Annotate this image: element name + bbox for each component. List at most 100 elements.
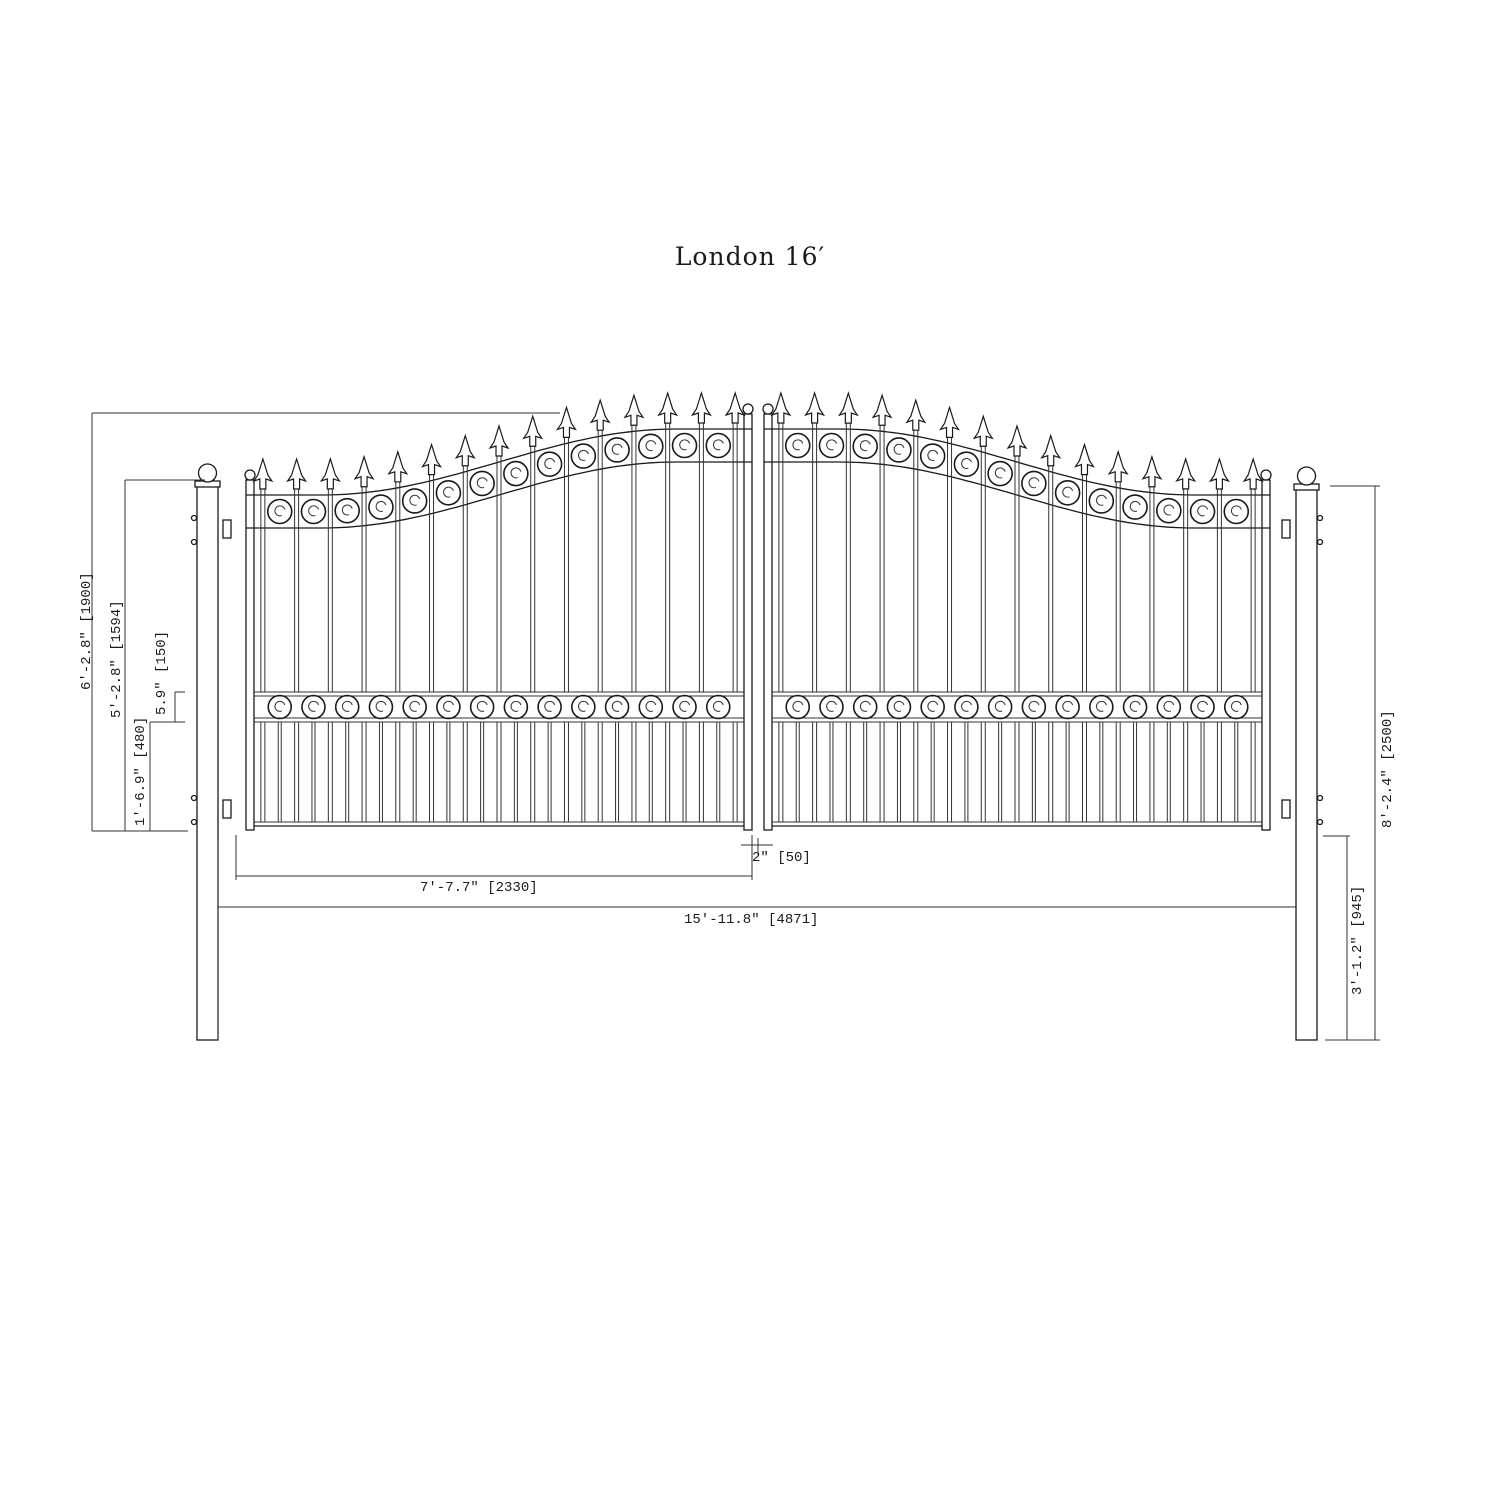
scroll-curl [409,494,421,506]
middle-scroll [672,694,697,720]
bolt [190,514,198,522]
spear-finial [905,398,927,431]
top-scroll [1156,497,1182,524]
overall-width-label: 15′-11.8" [4871] [684,912,819,928]
scroll-curl [1163,504,1175,516]
middle-scroll [705,694,731,720]
scroll-curl [443,486,454,498]
bolt [1316,514,1324,522]
bolt [1316,538,1324,546]
spear-finial [353,454,375,488]
scroll-curl [544,700,556,712]
gate-post [1295,487,1318,1041]
spear-finial [555,405,577,439]
middle-scroll [301,694,326,720]
bolt [190,794,198,802]
middle-scroll [503,694,529,720]
top-scroll [401,488,428,514]
top-scroll [536,451,563,477]
spear-finial [421,442,443,476]
middle-scroll [1190,694,1215,720]
scroll-curl [274,700,286,712]
scroll-curl [274,505,286,517]
spear-finial [589,398,611,431]
scroll-curl [1129,700,1141,712]
spear-finial [1175,456,1197,490]
scroll-curl [611,700,623,712]
scroll-curl [375,501,387,512]
lower-section-height-label: 1′-6.9" [480] [133,716,149,826]
spear-finial [319,456,341,490]
center-stile [743,413,753,831]
scroll-curl [1163,700,1175,712]
spear-finial [690,390,712,424]
scroll-curl [927,449,939,461]
middle-scroll [267,694,293,720]
stile-ball-cap [1260,469,1272,481]
top-scroll [818,432,845,459]
spear-finial [454,433,476,467]
spear-finial [804,390,826,424]
scroll-curl [826,439,837,451]
hinge [1281,519,1291,539]
middle-scroll [402,694,427,720]
drawing-title: London 16′ [674,242,826,271]
middle-scroll [987,694,1013,720]
scroll-curl [859,700,871,712]
gate-post [196,484,219,1041]
spear-finial [1006,423,1028,457]
scroll-curl [341,504,353,516]
scroll-curl [927,700,939,712]
scroll-curl [712,439,724,451]
scroll-curl [994,467,1006,479]
top-scroll [953,451,980,477]
spear-finial [252,456,274,490]
spear-finial [286,456,308,490]
top-inner-rail [764,461,1270,529]
post-height-label: 8′-2.4" [2500] [1380,710,1396,828]
scroll-curl [510,700,522,712]
top-scroll [1189,498,1216,525]
middle-scroll [571,694,596,720]
top-scroll [784,432,811,459]
middle-scroll [604,694,630,720]
top-scroll [300,498,327,525]
middle-scroll [469,694,495,720]
hinge [1281,799,1291,819]
center-gap-label: 2" [50] [752,850,811,866]
spear-finial [488,423,510,457]
top-rail [764,428,1270,496]
scroll-curl [1028,700,1040,712]
top-scroll [368,494,394,520]
scroll-curl [1197,505,1209,517]
scroll-curl [679,700,691,712]
top-scroll [469,470,495,497]
spear-finial [837,391,859,424]
scroll-curl [1062,486,1074,498]
middle-scroll [1021,694,1047,720]
scroll-curl [961,700,972,712]
scroll-curl [1230,700,1242,712]
scroll-curl [792,439,804,451]
scroll-curl [476,700,488,712]
middle-scroll [1122,694,1148,720]
hinge [222,799,232,819]
scroll-curl [893,443,905,455]
scroll-curl [409,700,421,712]
top-scroll [1223,498,1250,525]
middle-scroll [1223,694,1249,720]
top-scroll [852,433,879,460]
top-scroll [1054,480,1081,506]
scroll-curl [994,700,1006,712]
spear-finial [770,390,792,424]
scroll-curl [578,449,589,461]
spear-finial [387,449,409,483]
top-scroll [637,433,664,460]
top-inner-rail [246,461,752,529]
spear-finial [1040,433,1062,467]
bolt [190,818,198,826]
scroll-curl [645,700,657,712]
post-ball-finial [197,463,218,483]
bolt [1316,818,1324,826]
